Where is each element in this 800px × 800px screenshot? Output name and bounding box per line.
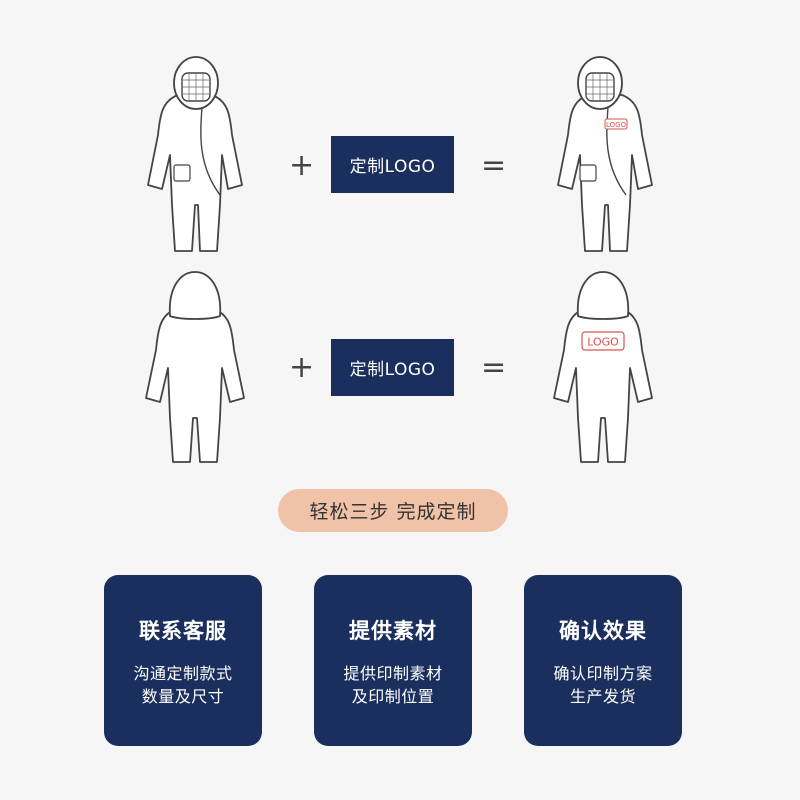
step-card-confirm: 确认效果 确认印制方案 生产发货 [524, 575, 682, 746]
step-title: 联系客服 [139, 619, 227, 643]
step-desc-line: 提供印制素材 [343, 664, 443, 683]
coverall-back-logo-icon: LOGO [553, 271, 653, 463]
equals-sign: = [481, 148, 507, 183]
plus-sign: + [289, 350, 315, 385]
custom-logo-box: 定制LOGO [331, 339, 454, 396]
coverall-back-icon [145, 271, 245, 463]
three-steps-banner: 轻松三步 完成定制 [278, 489, 508, 532]
step-desc-line: 数量及尺寸 [141, 687, 225, 706]
logo-patch-small: LOGO [606, 121, 627, 129]
logo-patch-large: LOGO [587, 336, 619, 349]
coverall-front-logo-icon: LOGO [557, 56, 653, 252]
step-title: 提供素材 [349, 619, 437, 643]
custom-logo-box: 定制LOGO [331, 136, 454, 193]
plus-sign: + [289, 148, 315, 183]
step-desc-line: 确认印制方案 [553, 664, 653, 683]
step-desc-line: 及印制位置 [351, 687, 435, 706]
step-title: 确认效果 [559, 619, 647, 643]
step-card-materials: 提供素材 提供印制素材 及印制位置 [314, 575, 472, 746]
step-desc-line: 沟通定制款式 [133, 664, 233, 683]
coverall-front-icon [147, 56, 243, 252]
equals-sign: = [481, 350, 507, 385]
step-card-contact: 联系客服 沟通定制款式 数量及尺寸 [104, 575, 262, 746]
step-desc-line: 生产发货 [569, 687, 636, 706]
